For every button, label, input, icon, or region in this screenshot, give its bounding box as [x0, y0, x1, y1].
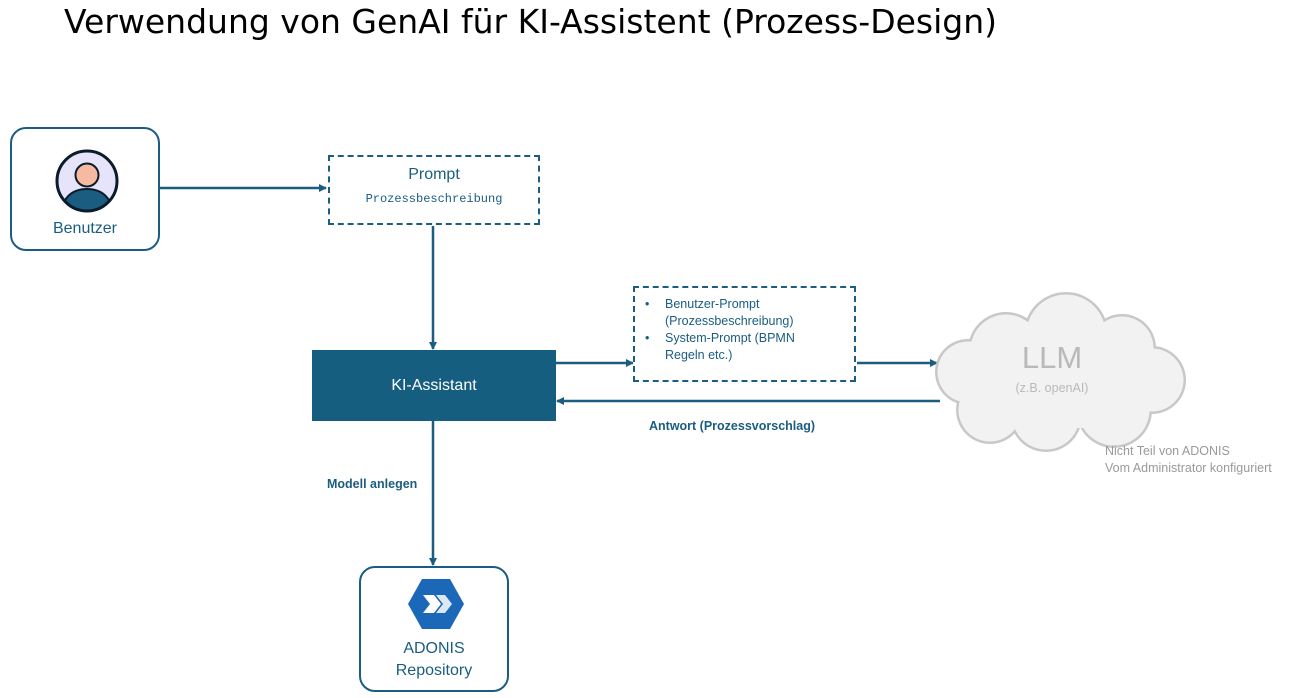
payload-item: Benutzer-Prompt (Prozessbeschreibung) — [645, 296, 795, 330]
user-node: Benutzer — [10, 127, 160, 251]
payload-item-line: (Prozessbeschreibung) — [665, 314, 794, 328]
repository-label: ADONIS Repository — [361, 638, 507, 682]
page-title: Verwendung von GenAI für KI-Assistent (P… — [64, 2, 998, 41]
prompt-subtitle: Prozessbeschreibung — [365, 192, 503, 206]
payload-item-line: Benutzer-Prompt — [665, 297, 760, 311]
payload-node: Benutzer-Prompt (Prozessbeschreibung) Sy… — [633, 286, 856, 382]
adonis-logo-icon — [408, 579, 464, 629]
payload-list: Benutzer-Prompt (Prozessbeschreibung) Sy… — [645, 296, 795, 364]
payload-item-line: Regeln etc.) — [665, 348, 733, 362]
repository-label-line: Repository — [395, 662, 473, 679]
llm-note-line: Vom Administrator konfiguriert — [1105, 461, 1272, 475]
create-model-edge-label: Modell anlegen — [327, 477, 418, 491]
repository-label-line: ADONIS — [403, 640, 465, 657]
payload-item: System-Prompt (BPMN Regeln etc.) — [645, 330, 795, 364]
user-avatar-icon — [55, 149, 119, 213]
llm-note-line: Nicht Teil von ADONIS — [1105, 444, 1230, 458]
prompt-node: Prompt Prozessbeschreibung — [328, 155, 540, 225]
answer-edge-label: Antwort (Prozessvorschlag) — [649, 419, 816, 433]
ki-assistant-node: KI-Assistant — [312, 350, 556, 421]
prompt-title: Prompt — [408, 166, 460, 183]
ki-assistant-label: KI-Assistant — [391, 376, 477, 394]
cloud-icon — [935, 292, 1186, 452]
payload-item-line: System-Prompt (BPMN — [665, 331, 795, 345]
repository-node: ADONIS Repository — [359, 566, 509, 692]
llm-label: LLM — [1021, 340, 1083, 375]
user-label: Benutzer — [52, 220, 118, 237]
llm-subtitle: (z.B. openAI) — [1015, 381, 1089, 395]
llm-note: Nicht Teil von ADONIS Vom Administrator … — [1105, 443, 1272, 477]
